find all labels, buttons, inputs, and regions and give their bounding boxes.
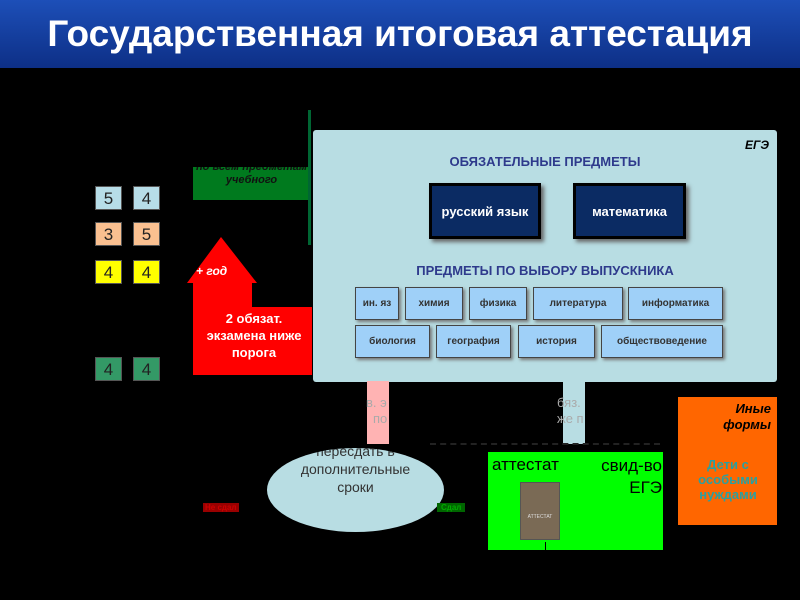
fragment-text: же п <box>557 411 584 426</box>
subject-physics: физика <box>469 287 527 320</box>
grade-cell: 4 <box>133 357 160 381</box>
grade-cell: 3 <box>95 222 122 246</box>
up-arrow-icon <box>545 542 546 550</box>
below-threshold-label: 2 обязат. экзамена ниже порога <box>206 311 302 360</box>
all-subjects-banner: по всем предметам учебного <box>193 167 310 200</box>
other-forms-box: Иные формы Дети с особыми нуждами <box>678 397 777 525</box>
pass-connector <box>563 381 585 444</box>
subject-informatics: информатика <box>628 287 723 320</box>
pass-label: Сдал <box>437 503 466 512</box>
grade-cell: 4 <box>133 186 160 210</box>
subject-literature: литература <box>533 287 623 320</box>
page-title: Государственная итоговая аттестация <box>0 0 800 68</box>
retake-text: пересдать в дополнительные сроки <box>300 448 411 495</box>
fail-label: Не сдал <box>203 503 239 512</box>
dashed-line <box>430 443 660 445</box>
grade-cell: 5 <box>95 186 122 210</box>
result-box: аттестат свид-во ЕГЭ АТТЕСТАТ <box>488 452 663 550</box>
special-needs-label: Дети с особыми нуждами <box>698 457 758 502</box>
subject-social-studies: обществоведение <box>601 325 723 358</box>
divider-line <box>308 110 311 245</box>
fail-connector <box>367 381 389 444</box>
subject-geography: география <box>436 325 511 358</box>
subject-math: математика <box>573 183 686 239</box>
grade-cell: 4 <box>95 260 122 284</box>
certificate-label: свид-во ЕГЭ <box>601 456 662 497</box>
subject-chemistry: химия <box>405 287 463 320</box>
elective-heading: ПРЕДМЕТЫ ПО ВЫБОРУ ВЫПУСКНИКА <box>416 263 674 278</box>
attestat-book-image: АТТЕСТАТ <box>520 482 560 540</box>
grade-cell: 5 <box>133 222 160 246</box>
subject-foreign-language: ин. яз <box>355 287 399 320</box>
mandatory-heading: ОБЯЗАТЕЛЬНЫЕ ПРЕДМЕТЫ <box>449 154 641 169</box>
subject-biology: биология <box>355 325 430 358</box>
grade-cell: 4 <box>133 260 160 284</box>
subject-russian: русский язык <box>429 183 541 239</box>
fragment-text: по <box>373 411 388 426</box>
banner-text: по всем предметам учебного <box>195 167 308 186</box>
attestat-label: аттестат <box>492 455 559 474</box>
ege-panel: ЕГЭ ОБЯЗАТЕЛЬНЫЕ ПРЕДМЕТЫ русский язык м… <box>313 130 777 382</box>
subject-history: история <box>518 325 595 358</box>
ege-tag: ЕГЭ <box>745 138 769 152</box>
red-arrow-shape <box>187 237 312 375</box>
fragment-text: в. э <box>366 395 387 410</box>
grade-cell: 4 <box>95 357 122 381</box>
retake-ellipse: пересдать в дополнительные сроки <box>267 448 444 532</box>
other-forms-title: Иные формы <box>723 401 771 432</box>
plus-year-label: + год <box>196 264 228 278</box>
fragment-text: бяз. <box>557 395 581 410</box>
